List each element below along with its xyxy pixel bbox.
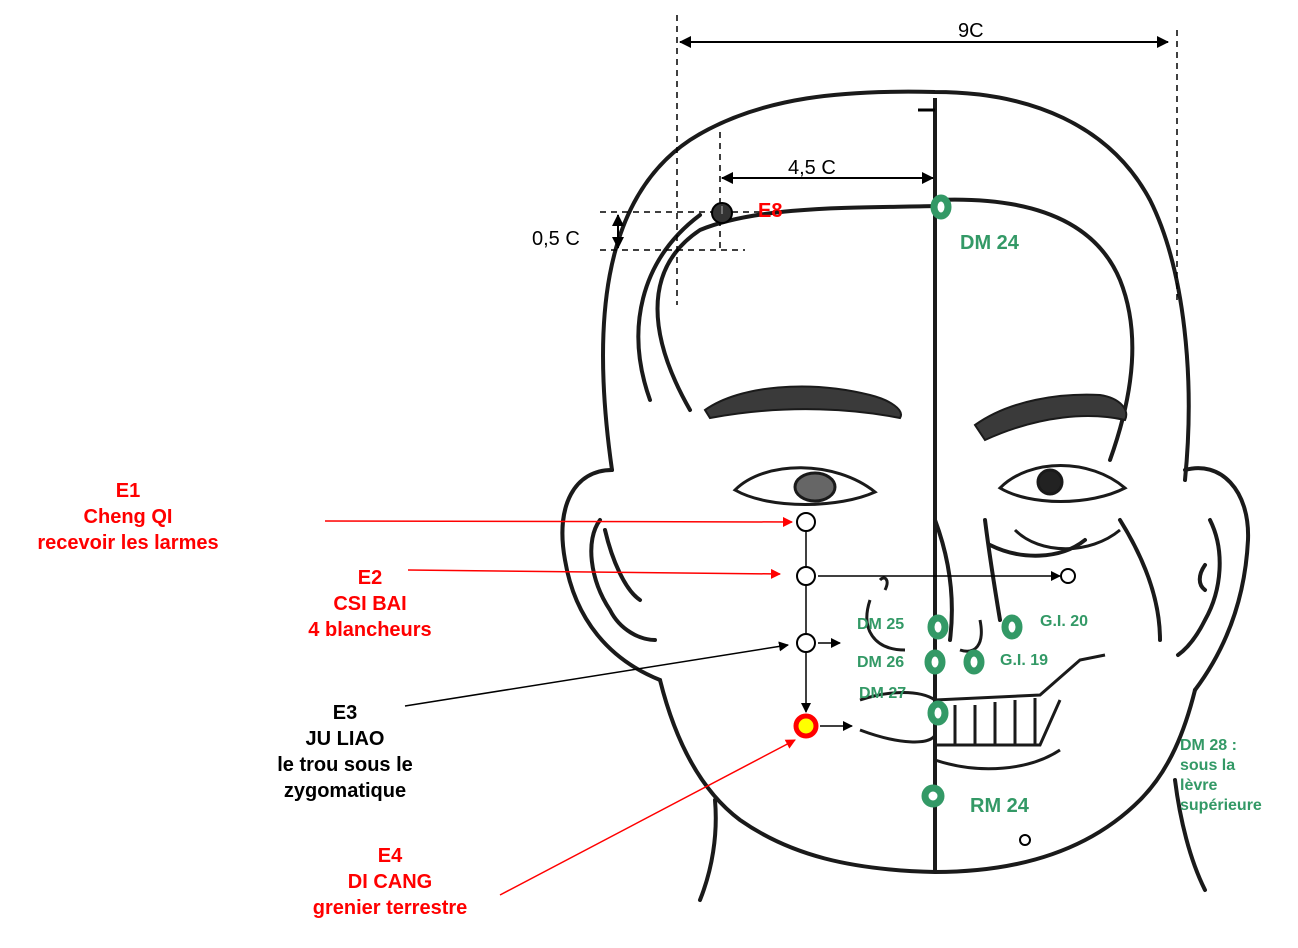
point-e2[interactable] bbox=[797, 567, 815, 585]
point-e2-lateral bbox=[1061, 569, 1075, 583]
green-vessel-points bbox=[925, 198, 1019, 804]
callout-e4-code: E4 bbox=[280, 843, 500, 869]
point-gi19 bbox=[967, 653, 981, 671]
point-dm25 bbox=[931, 618, 945, 636]
label-gi20: G.I. 20 bbox=[1040, 613, 1088, 631]
callout-e1-name: Cheng QI bbox=[0, 504, 256, 530]
callout-e1: E1 Cheng QI recevoir les larmes bbox=[0, 478, 256, 556]
point-rm24 bbox=[925, 788, 941, 804]
callout-e3-meaning2: zygomatique bbox=[240, 778, 450, 804]
label-e8: E8 bbox=[758, 198, 782, 224]
callout-e2-code: E2 bbox=[290, 565, 450, 591]
head-outline bbox=[562, 92, 1248, 900]
label-dm26: DM 26 bbox=[857, 654, 904, 672]
callout-e3-code: E3 bbox=[240, 700, 450, 726]
measure-9c: 9C bbox=[958, 20, 984, 43]
point-e3[interactable] bbox=[797, 634, 815, 652]
label-gi19: G.I. 19 bbox=[1000, 652, 1048, 670]
eyebrows bbox=[705, 387, 1126, 440]
eyes bbox=[735, 466, 1125, 549]
dm28-line1: DM 28 : bbox=[1180, 736, 1262, 756]
point-dm26 bbox=[928, 653, 942, 671]
callout-e3-meaning1: le trou sous le bbox=[240, 752, 450, 778]
callout-e2-meaning: 4 blancheurs bbox=[290, 617, 450, 643]
callout-e1-meaning: recevoir les larmes bbox=[0, 530, 256, 556]
label-dm25: DM 25 bbox=[857, 616, 904, 634]
callout-e2: E2 CSI BAI 4 blancheurs bbox=[290, 565, 450, 643]
dm28-line2: sous la bbox=[1180, 756, 1262, 776]
point-dm27 bbox=[931, 704, 945, 722]
point-e4[interactable] bbox=[796, 716, 816, 736]
dm28-line4: supérieure bbox=[1180, 796, 1262, 816]
dimension-lines bbox=[600, 15, 1177, 305]
callout-e3-name: JU LIAO bbox=[240, 726, 450, 752]
callout-e3: E3 JU LIAO le trou sous le zygomatique bbox=[240, 700, 450, 804]
point-e1[interactable] bbox=[797, 513, 815, 531]
nose-and-teeth bbox=[860, 578, 1105, 769]
dm28-line3: lèvre bbox=[1180, 776, 1262, 796]
point-dm24 bbox=[934, 198, 948, 216]
dm28-note: DM 28 : sous la lèvre supérieure bbox=[1180, 736, 1262, 816]
callout-e4: E4 DI CANG grenier terrestre bbox=[280, 843, 500, 921]
callout-e1-code: E1 bbox=[0, 478, 256, 504]
label-dm27: DM 27 bbox=[859, 685, 906, 703]
point-gi20 bbox=[1005, 618, 1019, 636]
label-dm24: DM 24 bbox=[960, 230, 1019, 256]
measure-0-5c: 0,5 C bbox=[532, 228, 580, 251]
callout-e4-name: DI CANG bbox=[280, 869, 500, 895]
measure-4-5c: 4,5 C bbox=[788, 157, 836, 180]
label-rm24: RM 24 bbox=[970, 793, 1029, 819]
point-rm24-inner bbox=[1020, 835, 1030, 845]
callout-e2-name: CSI BAI bbox=[290, 591, 450, 617]
callout-e4-meaning: grenier terrestre bbox=[280, 895, 500, 921]
